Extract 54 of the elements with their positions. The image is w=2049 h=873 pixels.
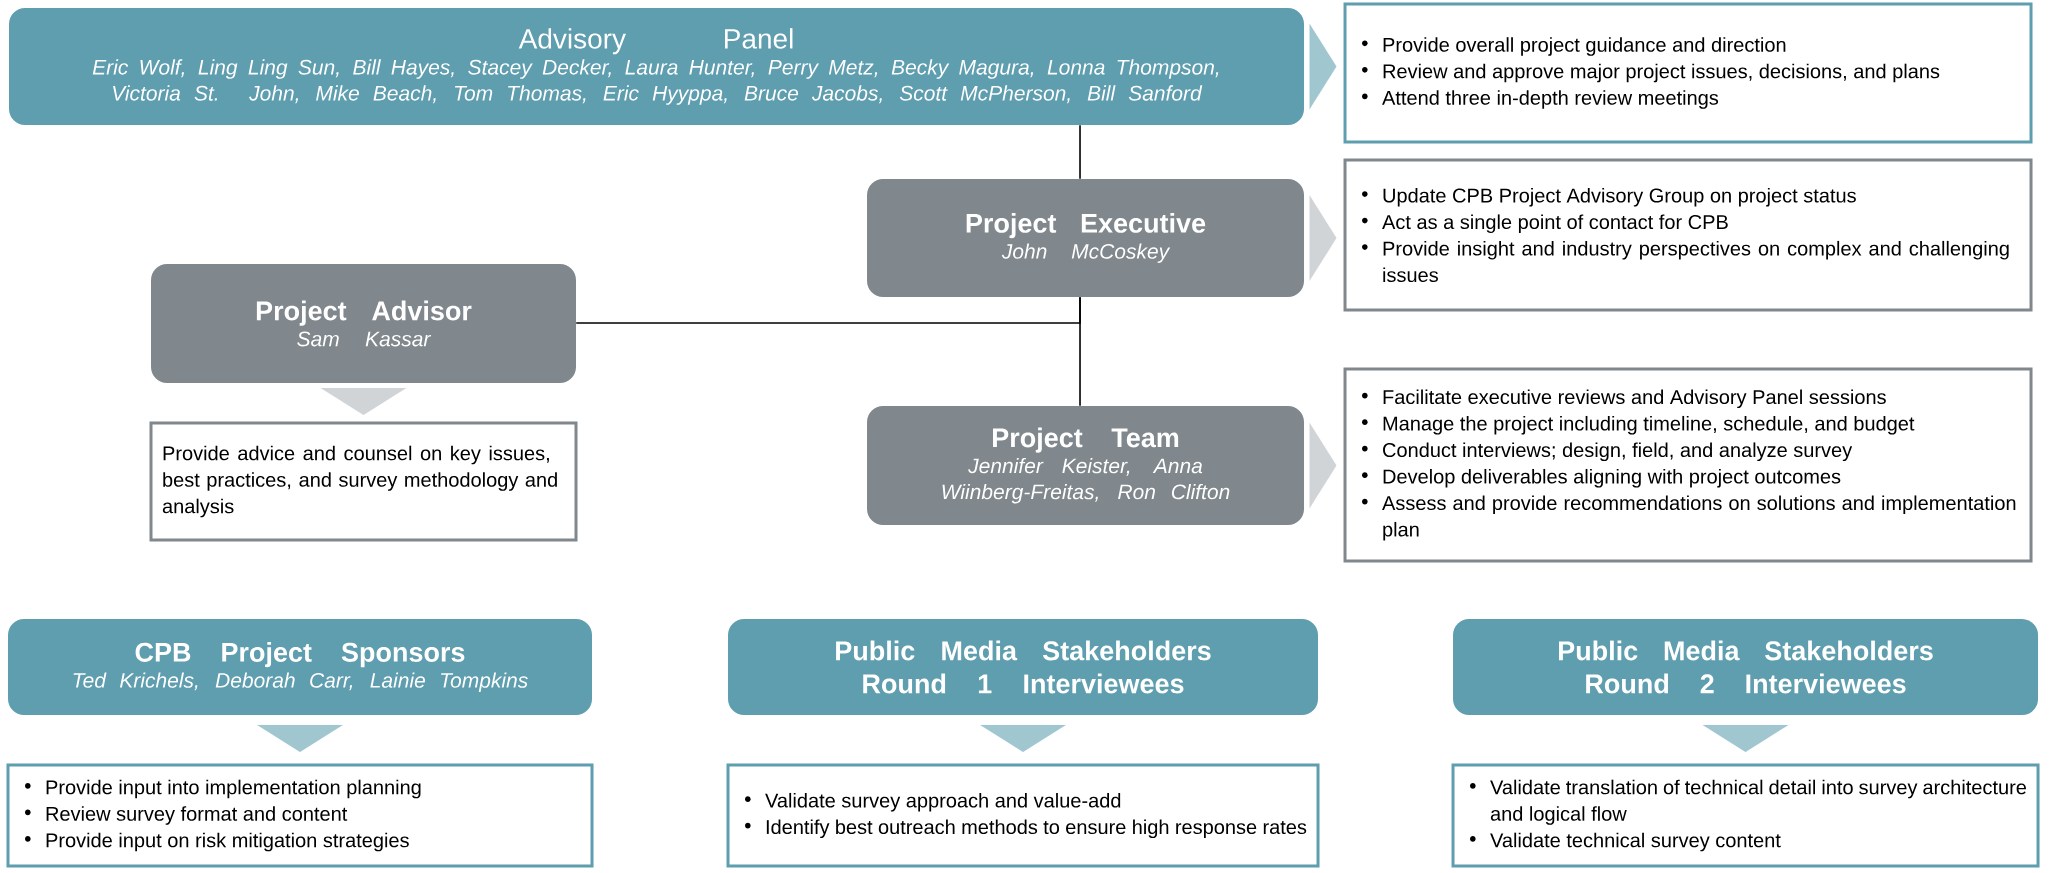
bullet-item: Attend three in-depth review meetings <box>1382 90 1719 109</box>
role-box <box>151 264 576 383</box>
connector-line <box>1079 124 1081 180</box>
chevron-arrow <box>320 387 407 415</box>
bullet-item: Act as a single point of contact for CPB <box>1382 214 1728 234</box>
member-names: Eric Wolf, Ling Ling Sun, Bill Hayes, Stacey Decker, Laura Hunter, Perry Metz, Becky Magura, Lonna Thompson, Victoria St. John, Mike Beach, Tom Thomas, Eric Hyyppa, Bruce Jacobs, Scott McPherson, Bill Sanford <box>92 59 1219 105</box>
chevron-arrow <box>1309 195 1337 281</box>
description-box <box>726 763 1320 868</box>
bullet-item: Facilitate executive reviews and Advisory Panel sessions <box>1383 389 1886 409</box>
bullet-item: Update CPB Project Advisory Group on project status <box>1383 187 1856 207</box>
role-title: CPB Project Sponsors <box>135 642 465 668</box>
description-text: Provide advice and counsel on key issues, best practices, and survey methodology and analysis <box>162 445 557 518</box>
role-box <box>728 619 1318 715</box>
description-box <box>1343 158 2033 312</box>
role-title: Project Executive <box>966 213 1206 239</box>
role-box <box>1453 619 2039 715</box>
bullet-item: Assess and provide recommendations on solutions and implementation plan <box>1382 495 2016 541</box>
bullet-item: Conduct interviews; design, field, and analyze survey <box>1383 442 1853 462</box>
description-box <box>6 763 594 868</box>
member-names: Ted Krichels, Deborah Carr, Lainie Tompkins <box>73 672 528 692</box>
bullet-item: Manage the project including timeline, schedule, and budget <box>1383 415 1915 435</box>
bullet-item: Provide overall project guidance and direction <box>1383 37 1786 56</box>
chevron-arrow <box>1702 725 1789 752</box>
chevron-arrow <box>980 725 1066 752</box>
chevron-arrow <box>1309 23 1337 110</box>
role-title: Public Media Stakeholders Round 1 Interviewees <box>836 640 1211 694</box>
bullet-item: Provide insight and industry perspectives on complex and challenging issues <box>1383 240 2009 283</box>
bullet-item: Provide input on risk mitigation strategies <box>46 832 409 852</box>
role-box <box>9 8 1304 125</box>
role-title: Project Team <box>993 427 1179 453</box>
member-names: John McCoskey <box>1001 243 1171 263</box>
description-box <box>1343 2 2033 144</box>
member-names: Jennifer Keister, Anna Wiinberg-Freitas, Ron Clifton <box>942 457 1230 504</box>
bullet-item: Provide input into implementation planning <box>46 779 421 799</box>
role-box <box>867 179 1304 297</box>
bullet-item: Review survey format and content <box>46 806 348 825</box>
chevron-arrow <box>257 725 343 752</box>
bullet-item: Develop deliverables aligning with project outcomes <box>1383 468 1841 488</box>
description-box <box>149 421 578 542</box>
bullet-item: Review and approve major project issues, decisions, and plans <box>1383 63 1940 83</box>
description-box <box>1451 763 2040 868</box>
bullet-item: Validate survey approach and value-add <box>765 792 1121 812</box>
role-title: Public Media Stakeholders Round 2 Interviewees <box>1559 640 1933 694</box>
role-title: Project Advisor <box>256 300 472 326</box>
bullet-item: Identify best outreach methods to ensure high response rates <box>766 819 1307 839</box>
role-title: Advisory Panel <box>518 28 793 55</box>
description-box <box>1343 367 2033 563</box>
connector-line <box>1079 296 1081 407</box>
role-box <box>867 406 1304 525</box>
chevron-arrow <box>1309 422 1337 509</box>
role-box <box>8 619 592 715</box>
bullet-item: Validate technical survey content <box>1490 832 1781 852</box>
member-names: Sam Kassar <box>297 331 432 347</box>
bullet-item: Validate translation of technical detail into survey architecture and logical flow <box>1490 779 2027 825</box>
